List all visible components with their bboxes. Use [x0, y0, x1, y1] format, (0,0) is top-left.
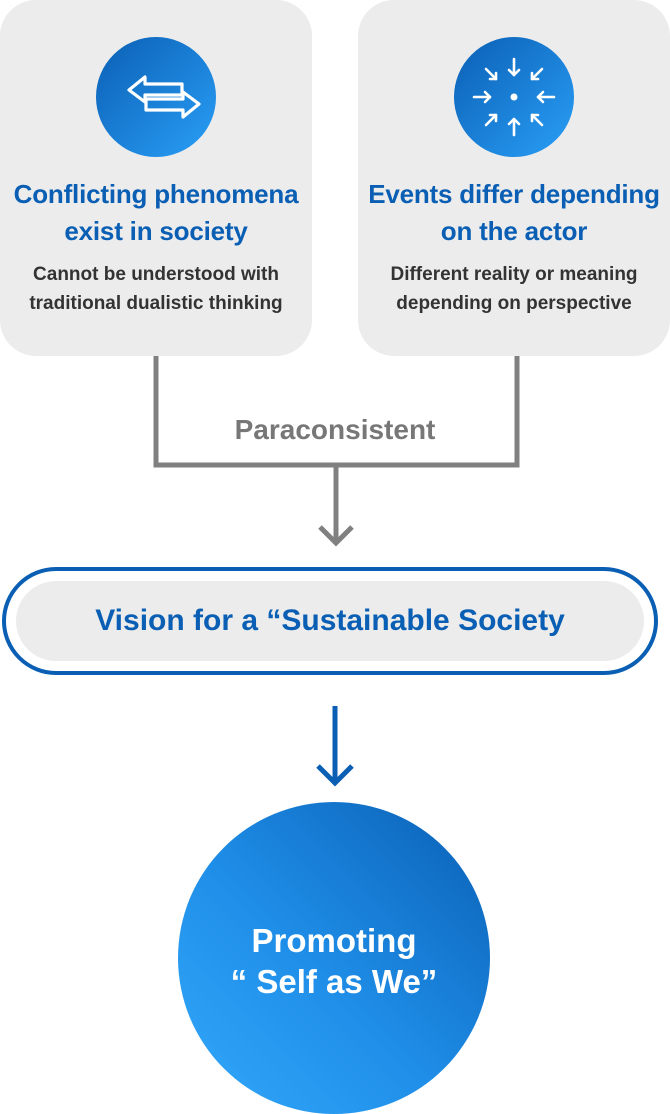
goal-label: Promoting “ Self as We” — [230, 922, 438, 1000]
converging-arrows-icon — [454, 37, 574, 157]
card-title: Conflicting phenomena exist in society — [13, 179, 299, 246]
goal-circle: Promoting “ Self as We” — [178, 802, 490, 1114]
vision-box-inner: Vision for a “Sustainable Society — [16, 581, 644, 661]
card-subtitle: Different reality or meaning depending o… — [390, 264, 638, 314]
paraconsistent-label: Paraconsistent — [234, 414, 436, 445]
card-title: Events differ depending on the actor — [368, 179, 660, 246]
card-events-differ: Events differ depending on the actor Dif… — [358, 0, 670, 356]
card-subtitle: Cannot be understood with traditional du… — [29, 264, 283, 314]
card-conflicting-phenomena: Conflicting phenomena exist in society C… — [0, 0, 312, 356]
vision-label: Vision for a “Sustainable Society — [95, 604, 565, 637]
vision-box: Vision for a “Sustainable Society — [2, 567, 658, 675]
left-right-arrows-icon — [96, 37, 216, 157]
